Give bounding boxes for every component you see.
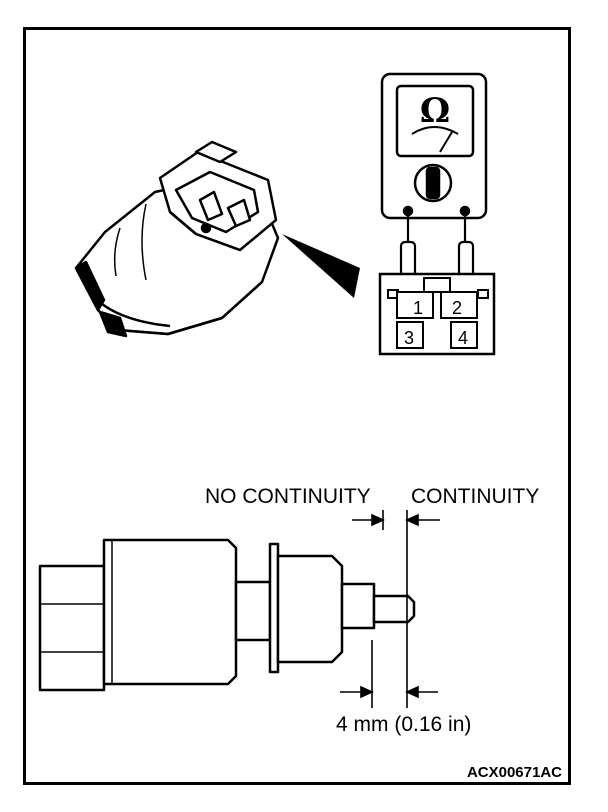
connector-face [378,272,496,356]
pin-label-4: 4 [458,328,468,348]
ohmmeter [380,72,488,220]
switch-side-view [38,538,416,692]
pin-label-2: 2 [452,298,462,318]
figure-code: ACX00671AC [466,764,562,781]
dimension-lines [340,510,440,708]
figure-frame [23,27,571,785]
dimension-label: 4 mm (0.16 in) [336,713,472,736]
pin-label-3: 3 [404,328,414,348]
pin-label-1: 1 [413,298,423,318]
zoom-wedge [282,234,360,298]
no-continuity-label: NO CONTINUITY [205,485,371,508]
ohm-symbol: Ω [420,91,450,131]
continuity-label: CONTINUITY [411,485,540,508]
switch-3d-illustration [74,140,280,338]
